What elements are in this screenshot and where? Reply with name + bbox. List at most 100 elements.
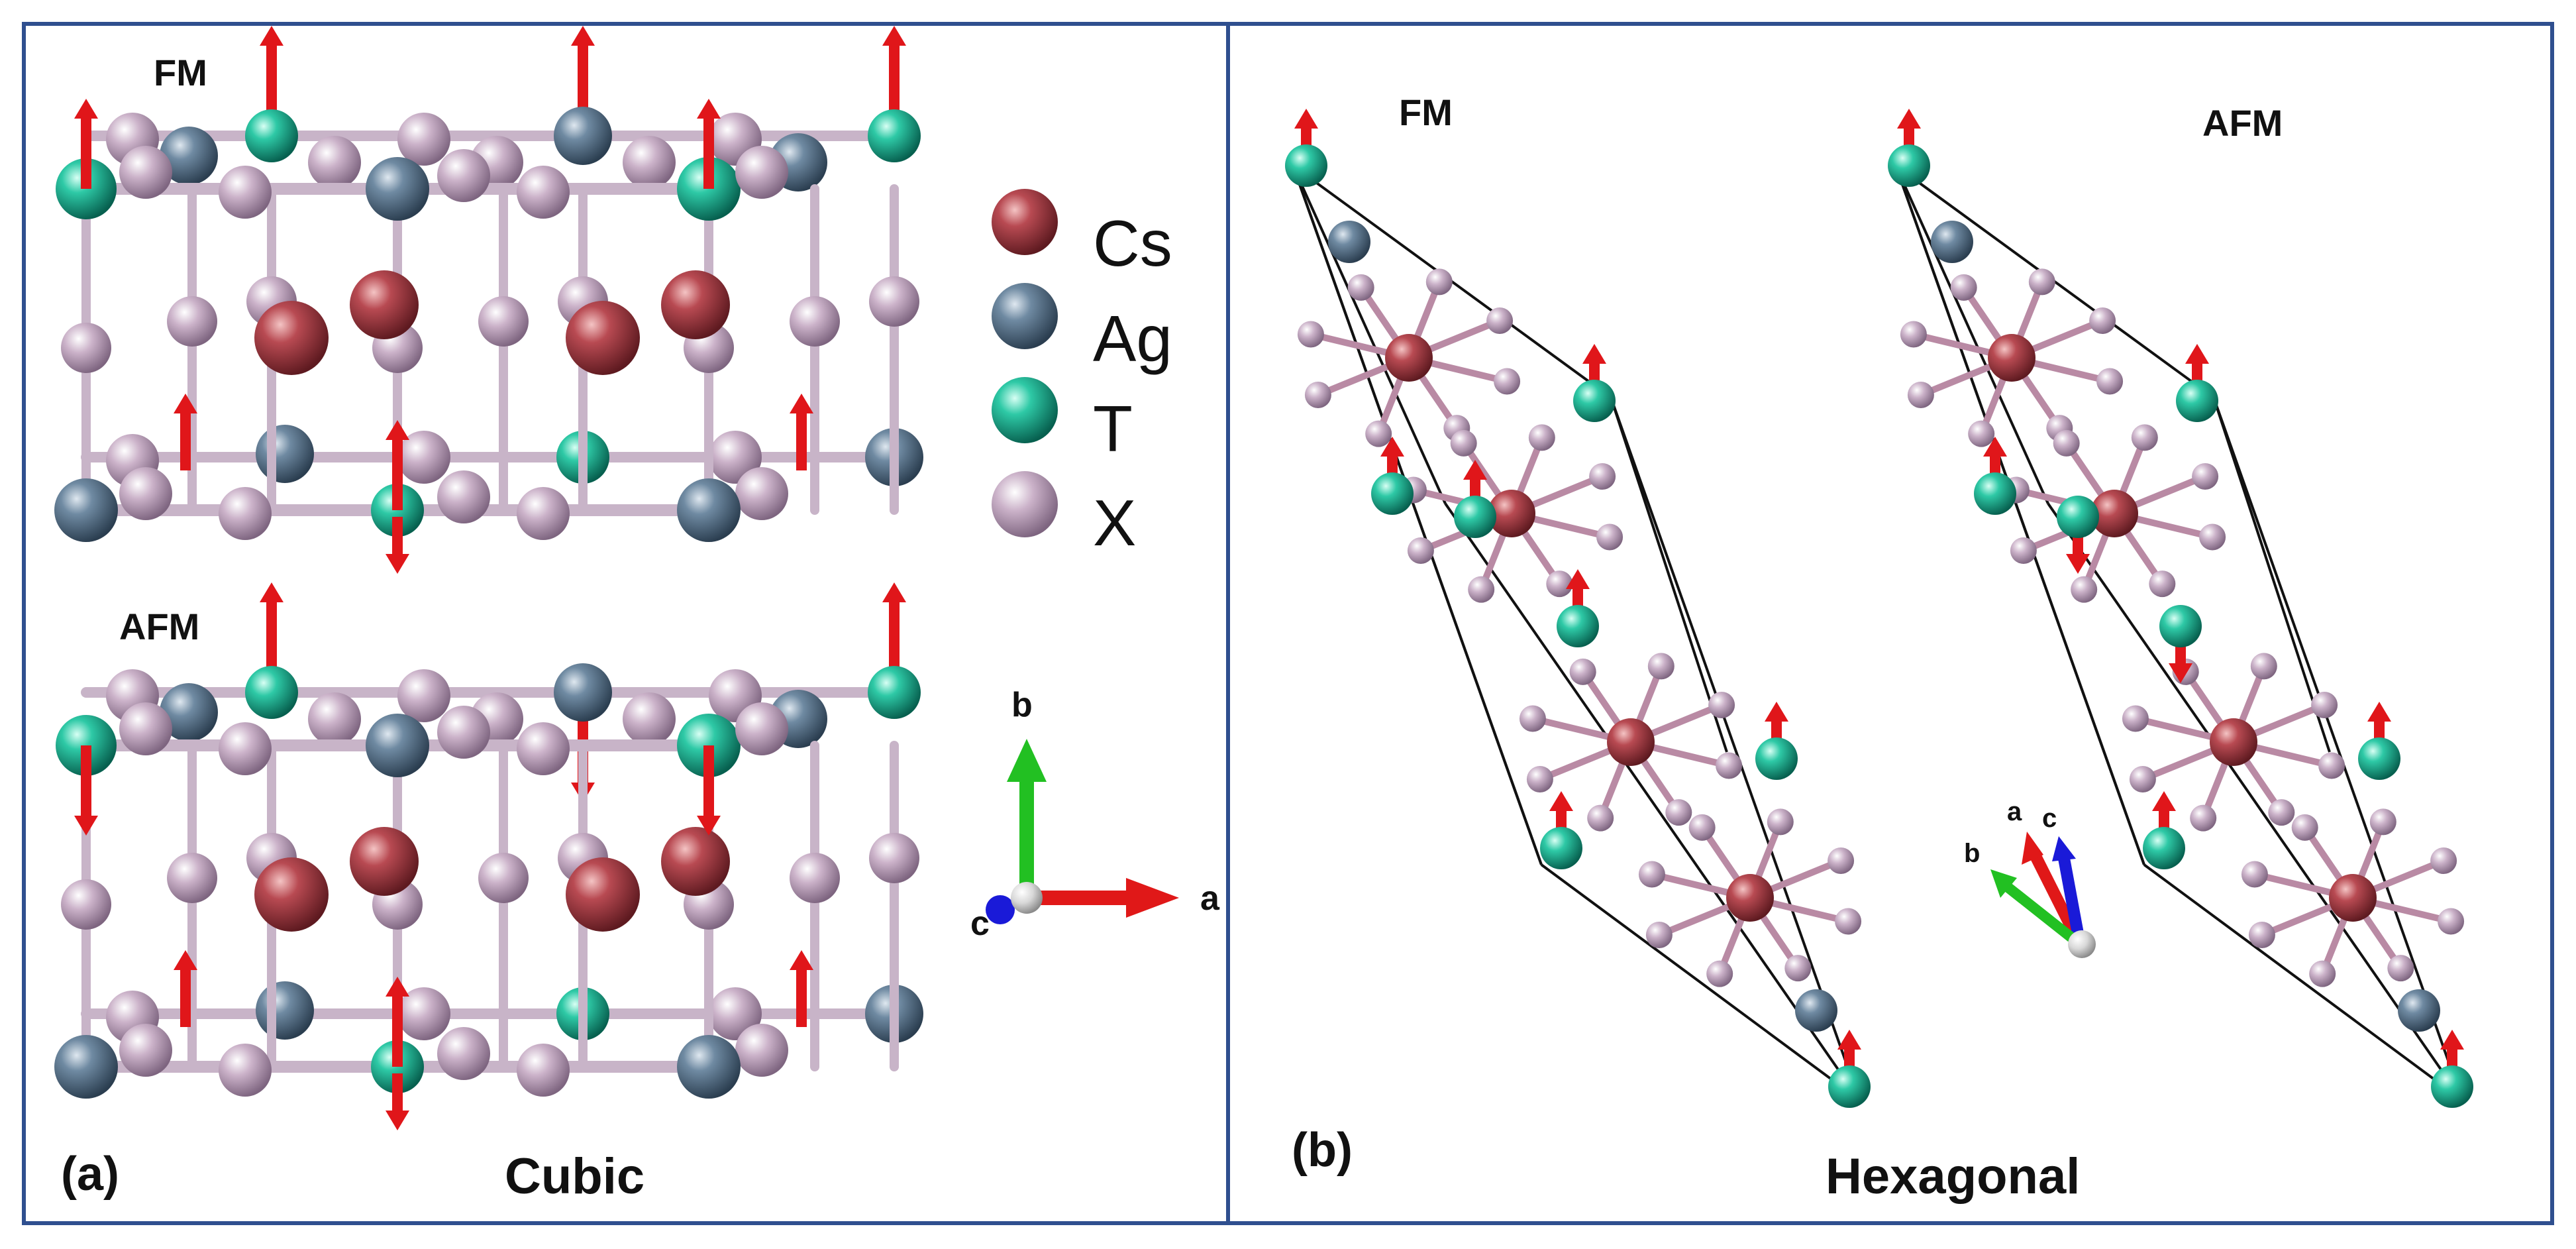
legend-label-x: X bbox=[1093, 486, 1137, 559]
x-atom bbox=[517, 487, 570, 540]
ag-atom bbox=[366, 714, 429, 777]
t-atom bbox=[1888, 144, 1930, 187]
legend-label-t: T bbox=[1093, 392, 1133, 465]
cs-atom bbox=[254, 857, 329, 932]
x-atom bbox=[1716, 752, 1743, 779]
spin-arrow bbox=[74, 745, 98, 836]
x-atom bbox=[2122, 705, 2149, 732]
cubic-axis-triad bbox=[986, 739, 1179, 924]
x-atom bbox=[2053, 429, 2080, 457]
x-atom bbox=[2438, 908, 2465, 935]
spin-arrow bbox=[697, 745, 721, 836]
x-atom bbox=[709, 987, 762, 1040]
x-atom bbox=[1407, 537, 1434, 564]
x-atom bbox=[167, 853, 217, 903]
x-atom bbox=[437, 1027, 490, 1080]
spin-arrow bbox=[386, 420, 409, 510]
x-atom bbox=[1665, 799, 1692, 826]
x-atom bbox=[119, 146, 172, 199]
x-atom bbox=[2268, 799, 2295, 826]
ag-atom bbox=[366, 157, 429, 221]
cubic-axis-b-label: b bbox=[1011, 686, 1033, 724]
cell-edge bbox=[2212, 397, 2331, 753]
hexagonal-afm-structure bbox=[1888, 109, 2473, 1108]
cs-atom bbox=[254, 301, 329, 375]
x-atom bbox=[1596, 523, 1623, 551]
x-atom bbox=[735, 1024, 788, 1077]
x-atom bbox=[2192, 463, 2219, 490]
x-atom bbox=[1425, 268, 1453, 296]
axis-a-arrow bbox=[1126, 878, 1179, 918]
x-atom bbox=[735, 702, 788, 755]
panel-a-fm-label: FM bbox=[154, 52, 207, 93]
t-atom bbox=[1540, 827, 1582, 869]
spin-arrow bbox=[697, 99, 721, 189]
x-atom bbox=[2430, 847, 2457, 875]
t-atom bbox=[2057, 496, 2099, 538]
t-atom bbox=[1454, 496, 1496, 538]
x-atom bbox=[2096, 368, 2124, 395]
x-atom bbox=[1638, 861, 1665, 888]
ag-atom bbox=[1931, 221, 1973, 263]
legend-sphere-ag bbox=[992, 283, 1058, 349]
x-atom bbox=[1968, 420, 1995, 447]
ag-atom bbox=[160, 127, 218, 185]
cell-edge bbox=[2212, 397, 2463, 1101]
x-atom bbox=[119, 1024, 172, 1077]
axis-b-arrow bbox=[1007, 739, 1047, 782]
t-atom bbox=[1371, 472, 1414, 515]
spin-arrow bbox=[386, 977, 409, 1067]
x-atom bbox=[1304, 381, 1331, 408]
x-atom bbox=[1784, 955, 1812, 982]
t-atom bbox=[1755, 737, 1798, 780]
x-atom bbox=[1645, 921, 1673, 948]
x-atom bbox=[478, 296, 529, 347]
ag-atom bbox=[554, 663, 612, 722]
x-atom bbox=[397, 669, 450, 722]
cs-atom bbox=[2210, 718, 2257, 766]
t-atom bbox=[1573, 380, 1616, 422]
x-atom bbox=[2387, 955, 2414, 982]
cs-atom bbox=[661, 270, 730, 339]
hexagonal-axis-triad bbox=[1990, 832, 2096, 958]
x-atom bbox=[219, 722, 272, 775]
cell-edge bbox=[2143, 863, 2463, 1101]
x-atom bbox=[2028, 268, 2055, 296]
cs-atom bbox=[350, 827, 419, 896]
ag-atom bbox=[256, 425, 314, 483]
x-atom bbox=[735, 467, 788, 520]
x-atom bbox=[517, 166, 570, 219]
spin-arrow bbox=[386, 517, 409, 574]
t-atom bbox=[2431, 1065, 2473, 1108]
x-atom bbox=[1708, 692, 1735, 719]
x-atom bbox=[709, 431, 762, 484]
t-atom bbox=[2358, 737, 2400, 780]
x-atom bbox=[2071, 576, 2098, 603]
cs-atom bbox=[1385, 334, 1433, 382]
x-atom bbox=[1546, 570, 1573, 598]
t-atom bbox=[2143, 827, 2185, 869]
cs-atom bbox=[1988, 334, 2035, 382]
legend bbox=[992, 189, 1058, 537]
x-atom bbox=[2129, 765, 2156, 792]
t-atom bbox=[868, 109, 921, 162]
x-atom bbox=[219, 487, 272, 540]
spin-arrow bbox=[174, 950, 197, 1027]
cubic-axis-a-label: a bbox=[1200, 879, 1219, 918]
x-atom bbox=[790, 853, 840, 903]
spin-arrow bbox=[386, 1073, 409, 1130]
ag-atom bbox=[677, 478, 741, 542]
panel-b-tag: (b) bbox=[1292, 1124, 1353, 1177]
cell-edge bbox=[1292, 165, 1543, 865]
x-atom bbox=[308, 692, 361, 745]
x-atom bbox=[437, 149, 490, 202]
x-atom bbox=[437, 706, 490, 759]
cell-edge bbox=[1540, 863, 1861, 1101]
x-atom bbox=[1526, 765, 1553, 792]
x-atom bbox=[1450, 429, 1477, 457]
x-atom bbox=[623, 136, 676, 189]
t-atom bbox=[1557, 605, 1599, 647]
x-atom bbox=[397, 113, 450, 166]
cell-edge bbox=[2047, 502, 2463, 1101]
t-atom bbox=[1285, 144, 1327, 187]
